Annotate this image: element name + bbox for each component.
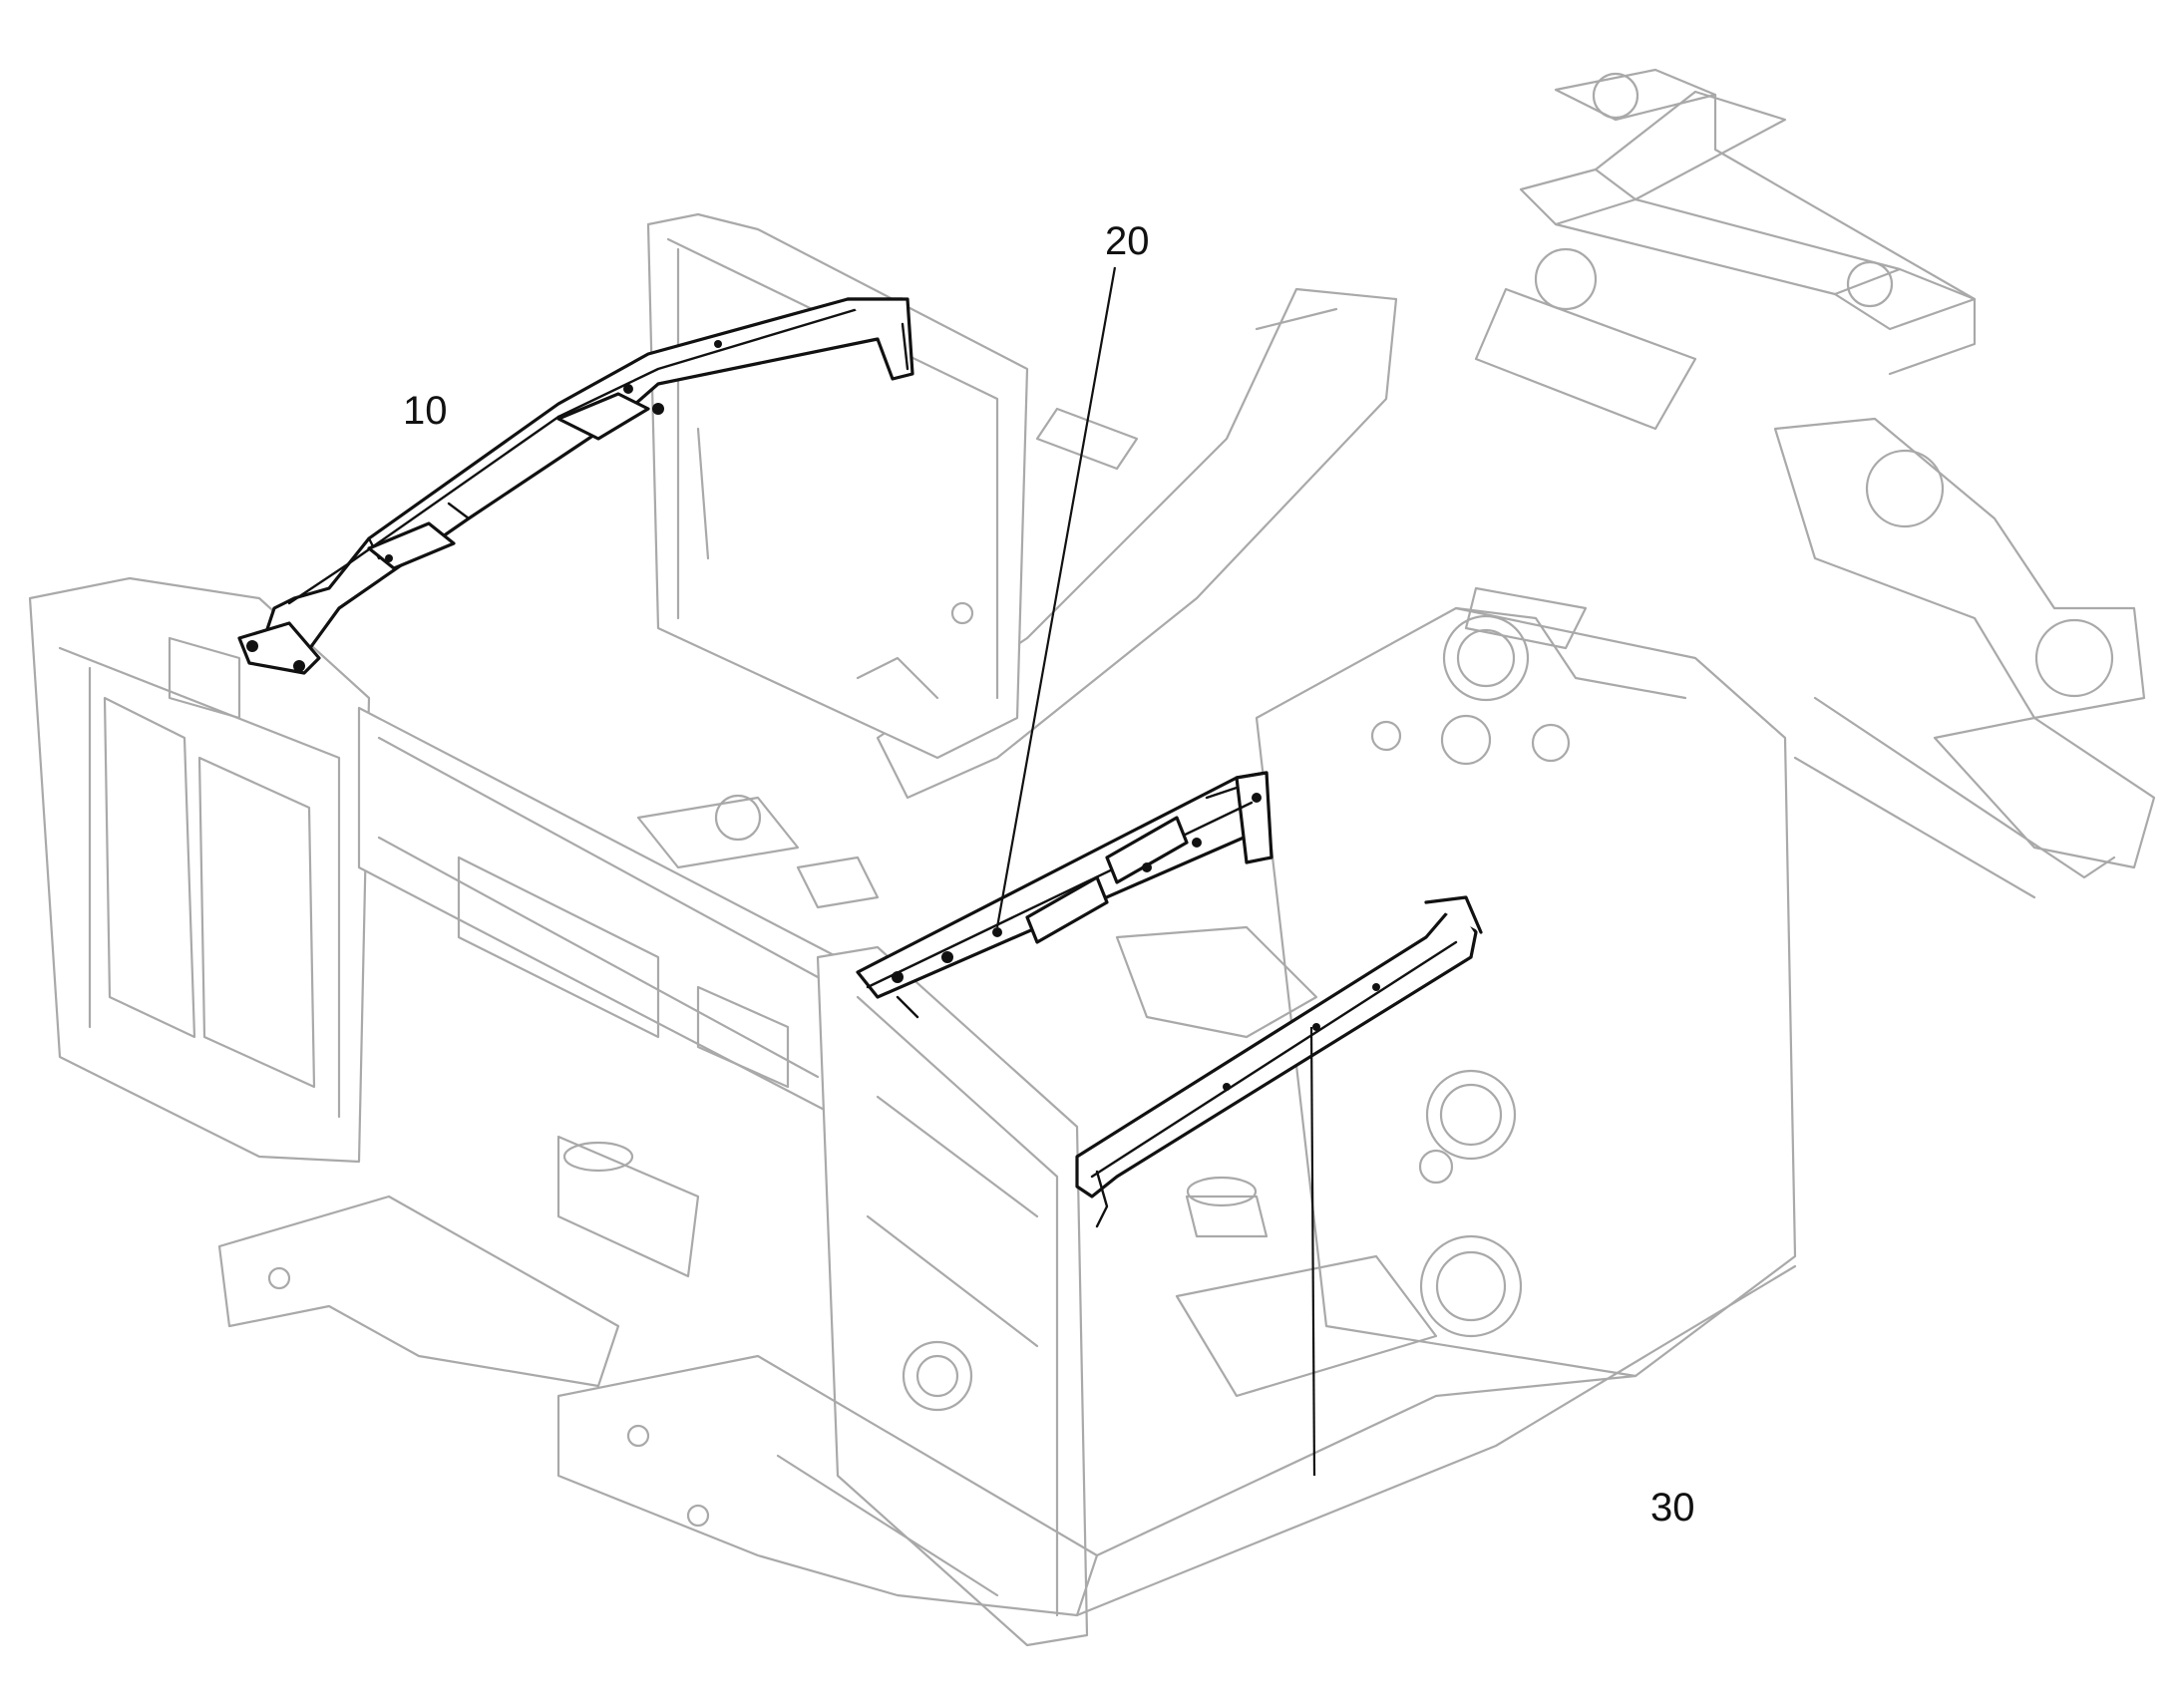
callout-20-label: 20 <box>1105 219 1150 263</box>
callout-10-label: 10 <box>403 389 448 433</box>
base-frame-ghost <box>217 1135 1797 1617</box>
front-crossbeam-ghost <box>357 706 840 1119</box>
front-upright-ghost <box>816 945 1089 1647</box>
center-block-ghost <box>636 794 1318 1039</box>
callout-labels: 10 20 30 <box>403 219 1695 1530</box>
left-frame-ghost <box>28 576 371 1164</box>
callout-leaders <box>995 266 1316 1477</box>
back-plate-ghost <box>646 212 1139 760</box>
rear-frame-ghost <box>1474 68 2156 899</box>
center-arm-ghost <box>876 287 1398 800</box>
chassis-frame-context <box>28 68 2156 1647</box>
right-housing-ghost <box>1255 586 1797 1378</box>
leader-30 <box>1309 1026 1316 1477</box>
part-30-support-arm <box>1075 895 1483 1228</box>
part-20-cross-member <box>856 771 1273 1019</box>
part-10-support-bar <box>237 297 914 675</box>
leader-20 <box>995 266 1117 928</box>
callout-30-label: 30 <box>1650 1486 1695 1530</box>
